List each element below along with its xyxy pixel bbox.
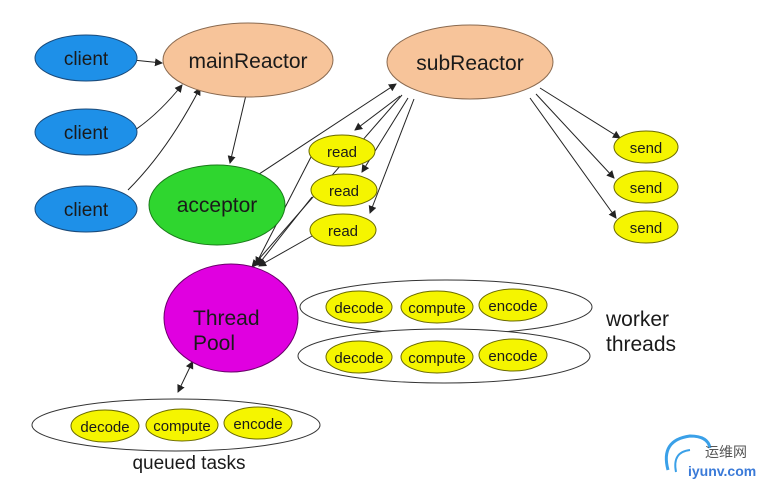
send-node-3: send [613, 210, 679, 244]
send-node-1: send [613, 130, 679, 164]
watermark-cn-label: 运维网 [705, 445, 747, 461]
client-node-1: client [34, 34, 138, 82]
client-ellipse [34, 34, 138, 82]
encode-ellipse [478, 288, 548, 322]
read-label: read [329, 183, 359, 200]
main-reactor-ellipse [162, 22, 334, 98]
edge-subreactor-send3 [529, 97, 617, 219]
worker-threads-label-line1: worker [605, 308, 669, 331]
thread-pool-ellipse [163, 263, 299, 373]
edge-client1-mainreactor [132, 58, 163, 67]
sub-reactor-node: subReactor [386, 24, 554, 100]
main-reactor-label: mainReactor [188, 50, 307, 73]
client-ellipse [34, 108, 138, 156]
read-label: read [328, 223, 358, 240]
thread-pool-label-line2: Pool [193, 332, 235, 355]
client-label: client [64, 49, 109, 70]
edge-client3-mainreactor [127, 87, 201, 191]
encode-label: encode [233, 416, 282, 433]
send-label: send [630, 180, 663, 197]
compute-ellipse [400, 290, 474, 324]
watermark-swirl-icon [664, 434, 712, 471]
edge-threadpool-queued [177, 360, 194, 393]
read-node-1: read [308, 134, 376, 168]
compute-label: compute [408, 350, 466, 367]
edge-client2-mainreactor [131, 84, 183, 133]
client-label: client [64, 123, 109, 144]
sub-reactor-ellipse [386, 24, 554, 100]
edge-acceptor-subreactor [252, 83, 397, 179]
client-node-2: client [34, 108, 138, 156]
client-label: client [64, 200, 109, 221]
send-node-2: send [613, 170, 679, 204]
watermark-url-label: iyunv.com [688, 463, 756, 479]
read-ellipse [309, 213, 377, 247]
decode-ellipse [325, 290, 393, 324]
edge-subreactor-send1 [539, 87, 621, 139]
client-ellipse [34, 185, 138, 233]
decode-label: decode [80, 419, 129, 436]
decode-ellipse [325, 340, 393, 374]
client-node-3: client [34, 185, 138, 233]
acceptor-node: acceptor [148, 164, 286, 246]
encode-ellipse [478, 338, 548, 372]
decode-label: decode [334, 350, 383, 367]
worker-thread-row-1: decode compute encode [299, 279, 593, 335]
decode-ellipse [70, 409, 140, 443]
watermark-swirl-inner-icon [674, 449, 691, 473]
edge-mainreactor-acceptor [227, 94, 247, 164]
compute-label: compute [153, 418, 211, 435]
worker-threads-label-line2: threads [606, 333, 676, 356]
read-label: read [327, 144, 357, 161]
acceptor-ellipse [148, 164, 286, 246]
edge-read2-threadpool [257, 196, 313, 266]
worker-thread-row-2: decode compute encode [297, 328, 591, 384]
encode-label: encode [488, 348, 537, 365]
read-node-2: read [310, 173, 378, 207]
queued-tasks-label: queued tasks [132, 453, 245, 474]
edge-subreactor-read1 [354, 95, 401, 131]
acceptor-label: acceptor [177, 194, 258, 217]
decode-label: decode [334, 300, 383, 317]
read-node-3: read [309, 213, 377, 247]
compute-ellipse [400, 340, 474, 374]
queued-tasks-group: decode compute encode [31, 398, 321, 452]
send-label: send [630, 220, 663, 237]
read-ellipse [308, 134, 376, 168]
send-ellipse [613, 170, 679, 204]
read-ellipse [310, 173, 378, 207]
edge-read3-threadpool [258, 235, 313, 267]
edge-subreactor-send2 [535, 93, 615, 179]
main-reactor-node: mainReactor [162, 22, 334, 98]
thread-pool-label-line1: Thread [193, 307, 260, 330]
send-ellipse [613, 130, 679, 164]
thread-pool-node: Thread Pool [163, 263, 299, 373]
watermark-logo: 运维网 iyunv.com [664, 434, 756, 479]
encode-ellipse [223, 406, 293, 440]
compute-ellipse [145, 408, 219, 442]
sub-reactor-label: subReactor [416, 52, 523, 75]
edge-subreactor-read3 [368, 98, 415, 214]
encode-label: encode [488, 298, 537, 315]
send-ellipse [613, 210, 679, 244]
send-label: send [630, 140, 663, 157]
compute-label: compute [408, 300, 466, 317]
